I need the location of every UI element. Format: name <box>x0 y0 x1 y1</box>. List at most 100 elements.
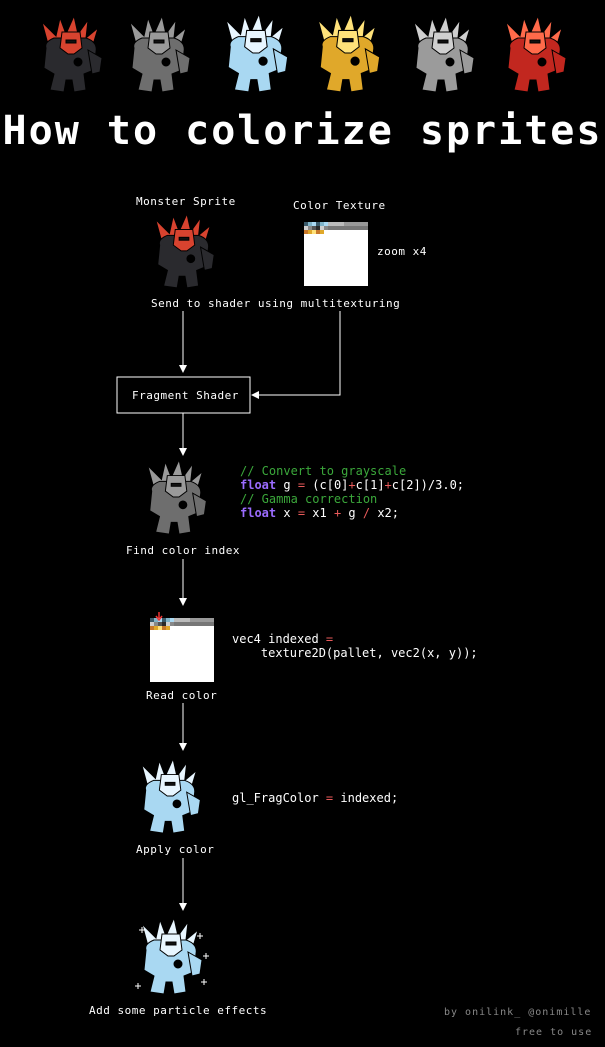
palette-cell <box>150 626 154 630</box>
monster-sprite-icon <box>413 14 475 93</box>
palette-cell <box>206 618 210 622</box>
ice-sprite <box>134 757 210 841</box>
monster-sprite-icon <box>505 14 567 93</box>
palette-cell <box>198 622 202 626</box>
palette-cell <box>186 622 190 626</box>
palette-strip <box>150 618 214 630</box>
palette-cell <box>202 618 206 622</box>
code-text: c[2])/3.0; <box>391 478 465 492</box>
code-text: gl_FragColor <box>232 791 326 805</box>
palette-cell <box>202 626 206 630</box>
palette-cell <box>210 618 214 622</box>
palette-cell <box>202 622 206 626</box>
palette-cell <box>320 222 324 226</box>
palette-cell <box>166 618 170 622</box>
code-operator: = <box>297 506 306 520</box>
color-texture <box>304 222 368 286</box>
code-text: g <box>341 506 363 520</box>
palette-cell <box>308 230 312 234</box>
palette-cell <box>190 618 194 622</box>
apply-code: gl_FragColor = indexed; <box>232 791 398 805</box>
code-text: vec4 indexed <box>232 632 326 646</box>
palette-cell <box>154 618 158 622</box>
palette-cell <box>210 626 214 630</box>
palette-cell <box>332 230 336 234</box>
code-text: x2; <box>370 506 400 520</box>
palette-cell <box>316 230 320 234</box>
palette-cell <box>352 222 356 226</box>
palette-cell <box>332 226 336 230</box>
palette-cell <box>308 226 312 230</box>
palette-cell <box>194 618 198 622</box>
palette-cell <box>336 230 340 234</box>
monster-sprite-icon <box>41 14 103 93</box>
palette-cell <box>316 226 320 230</box>
palette-cell <box>360 230 364 234</box>
palette-cell <box>206 626 210 630</box>
palette-cell <box>324 230 328 234</box>
monster-sprite <box>148 212 220 296</box>
palette-cell <box>348 230 352 234</box>
index-marker-icon <box>155 612 163 622</box>
palette-cell <box>312 226 316 230</box>
code-operator: + <box>384 478 392 492</box>
palette-cell <box>178 618 182 622</box>
code-text: g <box>276 478 298 492</box>
palette-cell <box>174 622 178 626</box>
apply-color-label: Apply color <box>136 843 215 856</box>
header-sprite-stone <box>406 14 480 100</box>
palette-cell <box>174 626 178 630</box>
palette-cell <box>336 222 340 226</box>
palette-cell <box>170 622 174 626</box>
palette-cell <box>348 222 352 226</box>
palette-cell <box>198 626 202 630</box>
monster-sprite-label: Monster Sprite <box>136 195 236 208</box>
palette-cell <box>162 626 166 630</box>
palette-cell <box>344 230 348 234</box>
palette-cell <box>182 626 186 630</box>
palette-cell <box>340 230 344 234</box>
palette-cell <box>166 626 170 630</box>
particle-effects-label: Add some particle effects <box>89 1004 268 1017</box>
palette-cell <box>352 230 356 234</box>
palette-cell <box>312 222 316 226</box>
code-text: x <box>276 506 298 520</box>
palette-cell <box>320 230 324 234</box>
palette-cell <box>328 222 332 226</box>
zoom-label: zoom x4 <box>377 245 427 258</box>
find-color-index-label: Find color index <box>126 544 240 557</box>
palette-cell <box>166 622 170 626</box>
palette-cell <box>324 226 328 230</box>
palette-cell <box>158 626 162 630</box>
palette-cell <box>178 626 182 630</box>
palette-cell <box>356 230 360 234</box>
monster-sprite-icon <box>140 757 201 834</box>
code-keyword: float <box>240 478 277 492</box>
palette-cell <box>364 222 368 226</box>
palette-cell <box>364 230 368 234</box>
palette-cell <box>194 622 198 626</box>
palette-cell <box>190 626 194 630</box>
palette-cell <box>336 226 340 230</box>
palette-cell <box>328 226 332 230</box>
palette-cell <box>356 226 360 230</box>
read-color-label: Read color <box>146 689 218 702</box>
page-title: How to colorize sprites <box>2 108 603 154</box>
header-sprite-gold <box>310 12 388 100</box>
arrow-texture-to-shader <box>251 311 341 399</box>
header-sprite-red-black <box>34 14 108 100</box>
code-operator: = <box>297 478 306 492</box>
grayscale-code: // Convert to grayscale float g = (c[0]+… <box>240 464 464 520</box>
palette-cell <box>348 226 352 230</box>
palette-cell <box>304 230 308 234</box>
grayscale-sprite <box>140 458 214 542</box>
palette-cell <box>182 618 186 622</box>
ice-sprite-particles <box>134 916 214 1002</box>
palette-cell <box>312 230 316 234</box>
read-code: vec4 indexed = texture2D(pallet, vec2(x,… <box>232 632 478 660</box>
palette-cell <box>186 626 190 630</box>
code-operator: = <box>325 791 334 805</box>
code-operator: + <box>348 478 356 492</box>
palette-cell <box>198 618 202 622</box>
header-sprite-gray <box>122 14 196 100</box>
